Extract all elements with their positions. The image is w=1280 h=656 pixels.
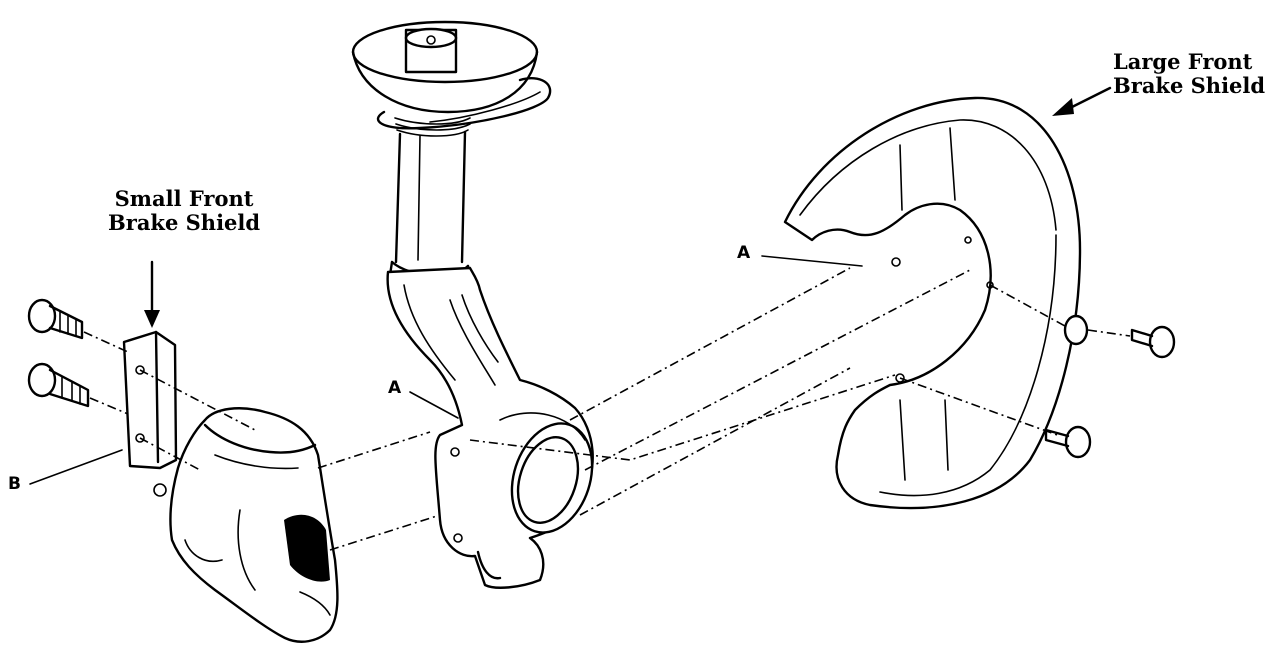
small-shield-label-line1: Small Front: [114, 186, 254, 211]
large-shield-label: Large Front Brake Shield: [1113, 50, 1265, 98]
caliper-bolt-lower: [27, 362, 90, 408]
small-shield-label-line2: Brake Shield: [108, 210, 261, 235]
assembly-lines: [83, 267, 1131, 551]
steering-knuckle: [386, 266, 594, 589]
shield-screw-upper: [1130, 325, 1176, 359]
large-shield-label-line1: Large Front: [1113, 49, 1253, 74]
small-front-brake-shield: [122, 330, 178, 470]
callout-b: B: [8, 474, 21, 494]
callout-a-right: A: [737, 243, 751, 263]
leader-lines: [29, 86, 1112, 485]
strut-assembly: [351, 20, 552, 289]
small-shield-label: Small Front Brake Shield: [108, 187, 260, 235]
large-front-brake-shield: [783, 96, 1082, 510]
caliper-bolt-upper: [27, 298, 84, 340]
large-shield-label-line2: Brake Shield: [1113, 73, 1266, 98]
shield-screw-lower: [1044, 425, 1092, 459]
shield-washer-upper: [1063, 314, 1089, 346]
callout-a-left: A: [388, 378, 402, 398]
brake-caliper: [153, 407, 339, 643]
